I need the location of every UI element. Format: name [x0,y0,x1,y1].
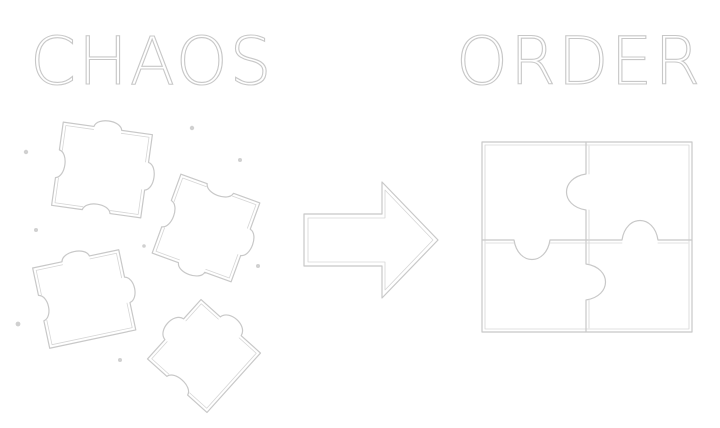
arrow-right-icon [303,181,439,299]
scattered-puzzle-pieces-icon [15,120,262,414]
assembled-puzzle-icon [481,141,693,333]
puzzle-piece-icon [151,173,261,283]
puzzle-piece-icon [32,249,137,349]
heading-order: ORDER [456,23,702,100]
puzzle-piece-icon [50,120,155,219]
heading-chaos: CHAOS [30,23,274,100]
puzzle-piece-icon [146,298,262,414]
